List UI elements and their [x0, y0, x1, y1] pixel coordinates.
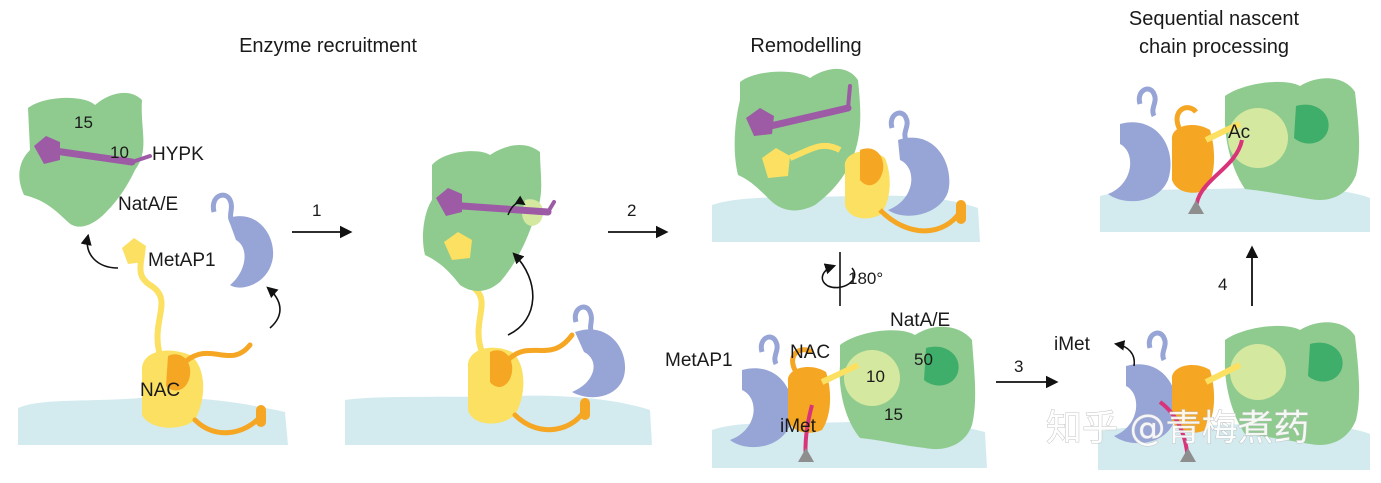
- recruit-arrow-metap1: [266, 286, 281, 329]
- recruit-arrow-natae: [80, 233, 119, 269]
- metap1-loop-5: [1146, 330, 1168, 362]
- naa50-green-4: [924, 346, 959, 386]
- step-2-label: 2: [627, 201, 636, 220]
- panel-recruitment-bound: [345, 144, 652, 445]
- title-sequential-line1: Sequential nascent: [1129, 8, 1300, 30]
- metap1-enzyme-4: [730, 368, 793, 448]
- subunit-15-label-4: 15: [884, 405, 903, 424]
- nac-orange-domain-3: [860, 148, 884, 186]
- nac-orange-loop-6: [1174, 105, 1198, 132]
- metap1-enzyme-5: [1114, 364, 1177, 444]
- nac-orange-loop-4: [790, 347, 814, 374]
- nascent-chain-6: [1194, 139, 1244, 211]
- hypk-helix-3: [758, 104, 852, 132]
- nac-yellow-helix-6: [1204, 121, 1242, 143]
- nac-orange-tail-3: [878, 208, 963, 234]
- nata-e-label-4: NatA/E: [890, 310, 950, 331]
- panel-remodelling-bottom: MetAP1 NAC NatA/E 10 50 15 iMet: [665, 310, 987, 468]
- subunit-50-label-4: 50: [914, 350, 933, 369]
- hypk-label: HYPK: [152, 144, 204, 165]
- metap1-loop-3: [888, 110, 910, 142]
- title-enzyme-recruitment: Enzyme recruitment: [239, 35, 417, 57]
- metap1-enzyme-2: [572, 329, 626, 398]
- nac-orange-tail-2b: [505, 332, 575, 363]
- recruit-arrow-bound: [507, 252, 534, 336]
- nac-complex-6: [1171, 125, 1215, 193]
- step-1-label: 1: [312, 201, 321, 220]
- hypk-release-arrow: [507, 195, 526, 216]
- title-remodelling: Remodelling: [750, 35, 861, 57]
- rotation-indicator: 180°: [821, 252, 883, 306]
- panel-remodelling-top: [712, 68, 980, 242]
- imet-release-arrow: [1113, 340, 1136, 367]
- nac-complex-5: [1171, 365, 1215, 433]
- exit-tunnel-4: [798, 448, 814, 462]
- nac-yellow-helix-4: [820, 362, 860, 385]
- metap1-label-4: MetAP1: [665, 350, 733, 371]
- naa10-lime-5: [1230, 344, 1286, 400]
- naa50-green-6: [1294, 104, 1329, 144]
- nata-e-label: NatA/E: [118, 194, 178, 215]
- nac-yellow-helix-5: [1204, 362, 1242, 385]
- metap1-label: MetAP1: [148, 250, 216, 271]
- rotation-label: 180°: [848, 269, 883, 288]
- rotation-arrow-icon: [821, 263, 856, 289]
- subunit-10-label-4: 10: [866, 367, 885, 386]
- nac-label-4: NAC: [790, 342, 830, 363]
- imet-label-4: iMet: [780, 416, 817, 437]
- panel-sequential-processing: Ac: [1100, 78, 1370, 232]
- panel-recruitment-free: 15 10 HYPK NatA/E MetAP1 NAC: [18, 92, 288, 445]
- exit-tunnel-6: [1188, 200, 1204, 214]
- nata-e-complex-3: [734, 68, 861, 211]
- subunit-10-label: 10: [110, 143, 129, 162]
- hypk-tail-3: [846, 84, 852, 110]
- metap1-enzyme-3: [888, 137, 950, 216]
- nac-tail-end-3: [956, 200, 966, 224]
- nac-label: NAC: [140, 380, 180, 401]
- hypk-tail-2: [546, 200, 556, 214]
- naa10-lime-4: [844, 350, 900, 406]
- step-4-label: 4: [1218, 275, 1227, 294]
- naa50-green-5: [1308, 342, 1343, 382]
- imet-label-5: iMet: [1054, 334, 1091, 355]
- ac-label: Ac: [1228, 122, 1250, 143]
- panel-imet-cleavage: iMet: [1054, 322, 1370, 470]
- hypk-uba-domain-3: [746, 108, 774, 136]
- hypk-tail: [130, 154, 152, 164]
- ribosome-surface-6: [1100, 187, 1370, 232]
- metap1-enzyme: [228, 216, 274, 288]
- nata-e-complex: [19, 92, 144, 227]
- metap1-loop-6: [1136, 86, 1158, 118]
- nac-tail-end: [256, 405, 266, 427]
- nac-yellow-tail-3: [788, 142, 842, 161]
- hypk-helix: [44, 146, 136, 166]
- metap1-loop-2: [572, 304, 595, 336]
- hypk-helix-2: [444, 201, 552, 216]
- exit-tunnel-5: [1180, 448, 1196, 462]
- nac-orange-tail: [182, 342, 253, 365]
- title-sequential-line2: chain processing: [1139, 36, 1289, 58]
- metap1-loop: [210, 192, 235, 224]
- metap1-loop-4: [758, 334, 780, 366]
- nac-ubal-domain-3: [762, 148, 790, 178]
- hypk-uba-domain-2: [436, 188, 462, 216]
- subunit-15-label: 15: [74, 113, 93, 132]
- nac-ubal-domain: [122, 238, 146, 264]
- step-3-label: 3: [1014, 357, 1023, 376]
- nac-tail-end-2: [580, 398, 590, 420]
- nac-complex-4: [787, 367, 831, 433]
- watermark-text: 知乎 @青梅煮药: [1046, 408, 1309, 449]
- metap1-enzyme-6: [1108, 122, 1171, 202]
- nac-ubal-domain-2: [444, 232, 472, 260]
- hypk-uba-domain: [34, 136, 60, 164]
- naa10-lime-6: [1228, 108, 1288, 168]
